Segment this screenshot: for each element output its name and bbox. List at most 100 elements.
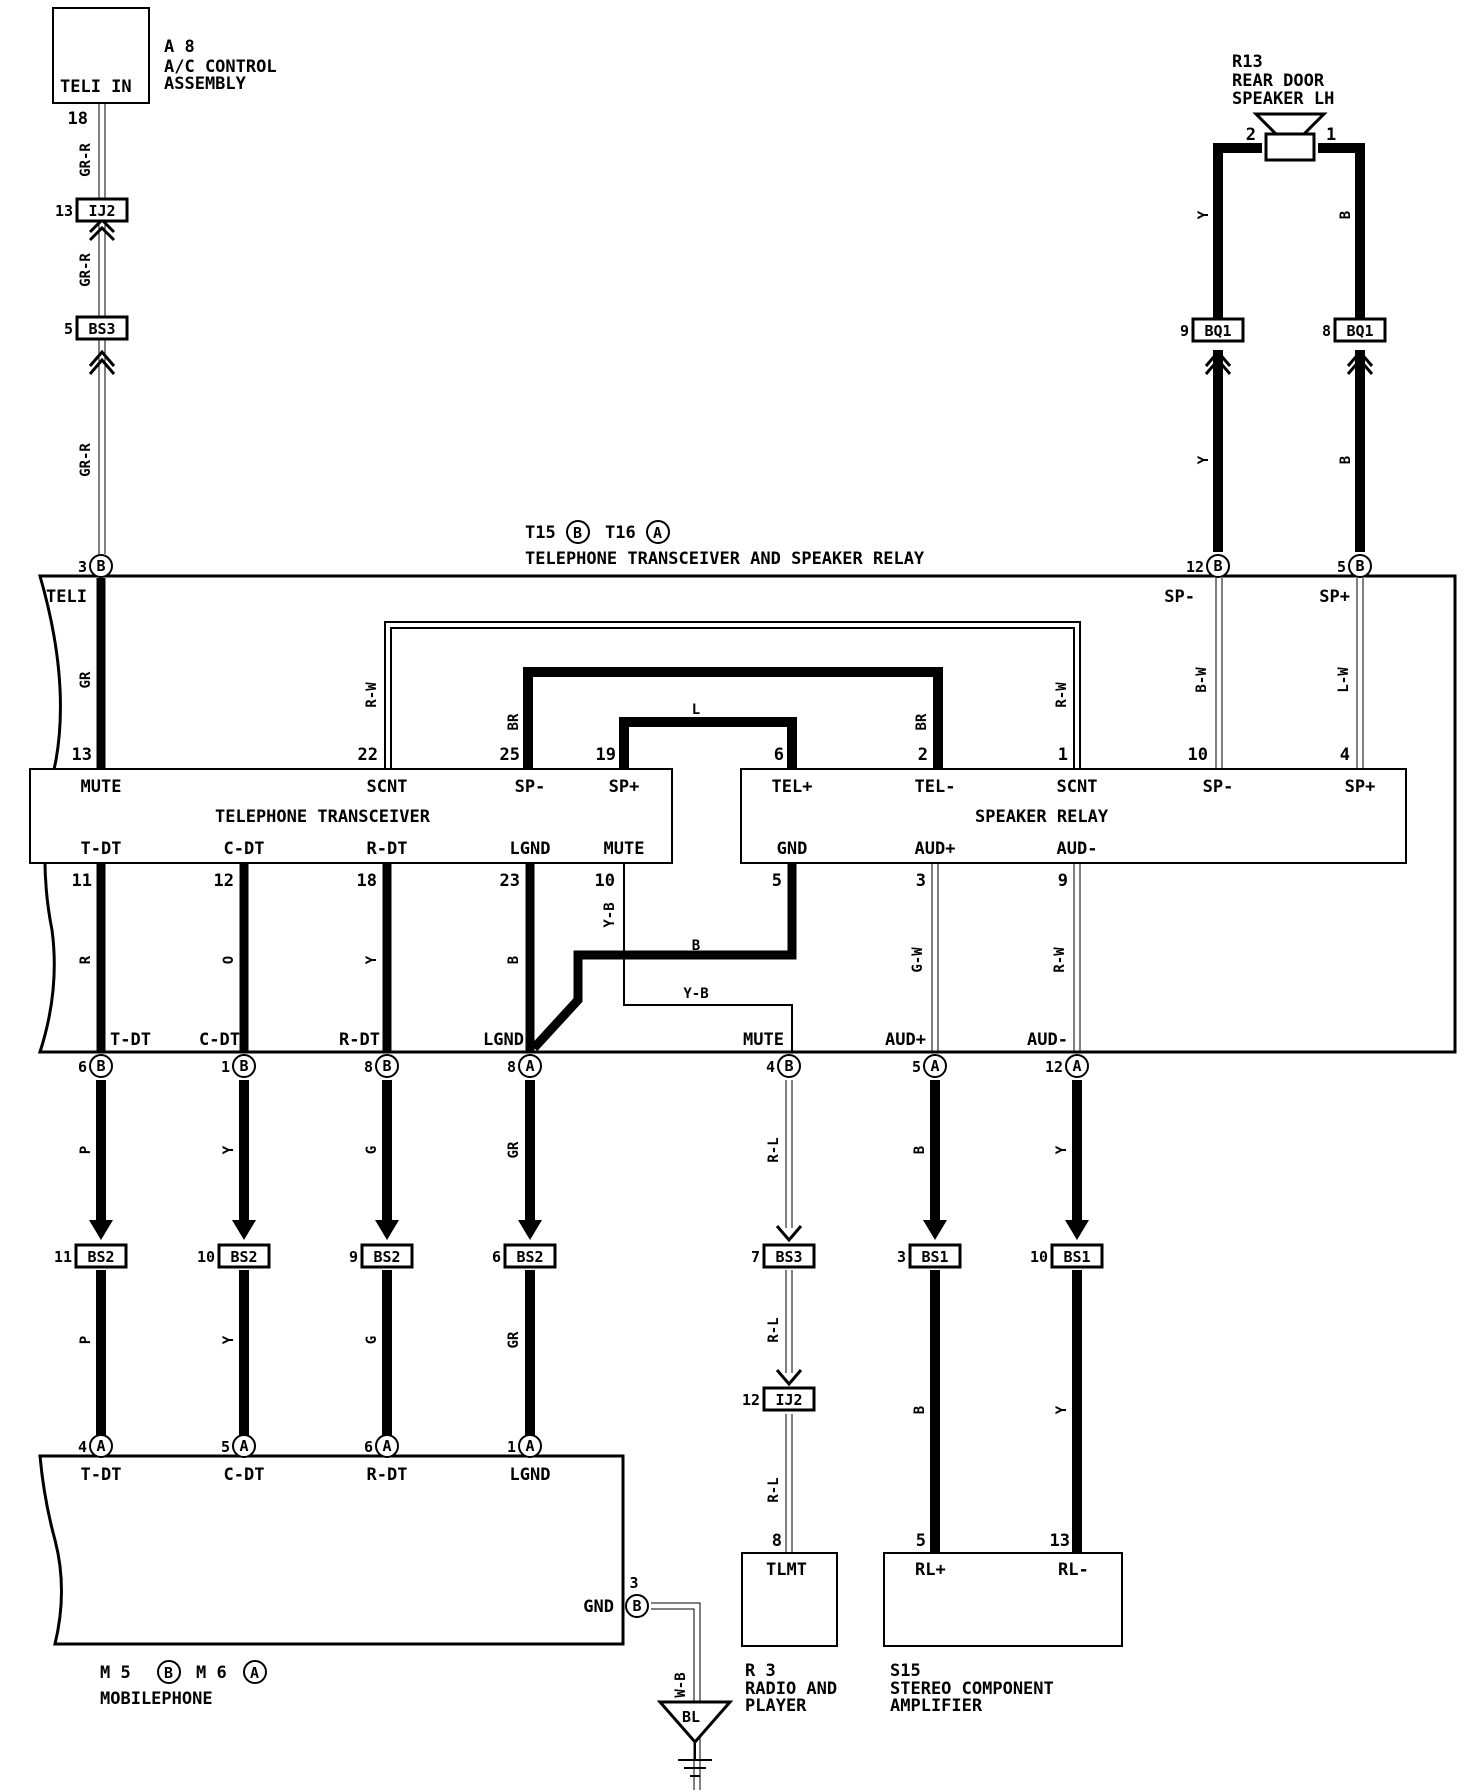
connector-name: BQ1 [1346, 322, 1373, 340]
pin-label-rp_telp_num: 6 [774, 745, 784, 765]
wire-label-w3: GR-R [78, 443, 94, 477]
wire-label-w9: R-W [364, 682, 380, 708]
wire-label-w30: B [912, 1146, 928, 1154]
terminal-t_lgnd: A8 [507, 1054, 542, 1078]
wire-l [619, 717, 797, 769]
pin-label-tp_mute: MUTE [81, 777, 122, 797]
amplifier-box [883, 1552, 1123, 1647]
pin-label-mp_lgnd: LGND [510, 1465, 551, 1485]
radio-pin-label: TLMT [766, 1560, 807, 1580]
terminal-letter: A [96, 1437, 105, 1455]
wire-label-w4: Y [1196, 210, 1212, 219]
wire-label-w7: B [1338, 456, 1354, 464]
pin-label-rp_gnd_num: 5 [772, 871, 782, 891]
pin-label-tp_scnt: SCNT [367, 777, 408, 797]
connector-name: BS3 [88, 320, 115, 338]
pin-label-rp_spm: SP- [1203, 777, 1234, 797]
wire-gr-r-top [98, 104, 106, 208]
terminal-pin: 5 [912, 1058, 921, 1076]
pin-label-mp_cdt: C-DT [224, 1465, 265, 1485]
wire-r-w-aud [1073, 863, 1081, 1052]
terminal-letter: B [1355, 557, 1364, 575]
pin-label-rp_audm_num: 9 [1058, 871, 1068, 891]
terminal-t_rdt: B8 [364, 1054, 399, 1078]
wire-y-b-mute [623, 863, 793, 1052]
radio-name-line2: PLAYER [745, 1696, 807, 1716]
pin-label-tp_tdt_num: 11 [72, 871, 92, 891]
pin-label-ac_pin: 18 [68, 109, 88, 129]
pin-label-bp_mute: MUTE [743, 1030, 784, 1050]
mobile-name: MOBILEPHONE [100, 1689, 213, 1709]
wire-label-w32: P [78, 1336, 94, 1344]
arrow-up-icon [88, 217, 116, 242]
ac-name-line1: A/C CONTROL [164, 57, 277, 77]
amp-name-line2: AMPLIFIER [890, 1696, 983, 1716]
connector-pin: 6 [492, 1248, 501, 1266]
speaker-name-line1: REAR DOOR [1232, 71, 1325, 91]
terminal-pin: 5 [1337, 558, 1346, 576]
connector-pin: 3 [897, 1248, 906, 1266]
connector-pin: 8 [1322, 322, 1331, 340]
radio-id: R 3 [745, 1661, 776, 1681]
wires [96, 104, 1365, 1790]
connector-pin: 7 [751, 1248, 760, 1266]
connector-bq1_r: BQ1 8 [1322, 317, 1387, 343]
wire-label-w25: P [78, 1146, 94, 1154]
connector-pin: 9 [1180, 322, 1189, 340]
connector-name: BS2 [87, 1248, 114, 1266]
pin-label-amp_pin13: 13 [1050, 1531, 1070, 1551]
radio-box [741, 1552, 838, 1647]
ac-name-line2: ASSEMBLY [164, 74, 247, 94]
speaker-name-line2: SPEAKER LH [1232, 89, 1334, 109]
amp-pin-rl-minus: RL- [1058, 1560, 1089, 1580]
pin-label-tp_lgnd: LGND [510, 839, 551, 859]
tr-letter-b: B [573, 524, 582, 542]
wire-label-w34: G [364, 1336, 380, 1344]
connector-name: BS2 [516, 1248, 543, 1266]
amp-pin-rl-plus: RL+ [915, 1560, 946, 1580]
terminal-letter: A [1072, 1057, 1081, 1075]
wire-g-w [931, 863, 939, 1052]
connector-name: IJ2 [88, 202, 115, 220]
pin-label-tp_mute2_num: 10 [595, 871, 615, 891]
wire-label-w21: B [692, 938, 700, 954]
arrow-down-icon [923, 1220, 947, 1240]
pin-label-bp_rdt: R-DT [339, 1030, 380, 1050]
wire-l-w [1356, 578, 1364, 769]
connector-pin: 12 [742, 1391, 760, 1409]
ac-id: A 8 [164, 37, 195, 57]
terminal-t_audp: A5 [912, 1054, 947, 1078]
terminal-pin: 1 [507, 1438, 516, 1456]
mobile-letter-a-badge [243, 1660, 267, 1684]
pin-label-tp_spp: SP+ [609, 777, 640, 797]
wire-label-w27: G [364, 1146, 380, 1154]
connector-bs2_4: BS2 6 [492, 1243, 557, 1269]
connector-pin: 10 [197, 1248, 215, 1266]
wire-label-w8: GR [78, 671, 94, 688]
pin-label-bp_cdt: C-DT [199, 1030, 240, 1050]
amp-name-line1: STEREO COMPONENT [890, 1679, 1054, 1699]
terminal-letter: B [784, 1057, 793, 1075]
ac-control-box [52, 7, 150, 104]
terminal-m_tdt: A4 [78, 1434, 113, 1458]
terminal-t_spp: B5 [1337, 554, 1372, 578]
wire-label-w2: GR-R [78, 253, 94, 287]
terminal-t_audm: A12 [1045, 1054, 1089, 1078]
wire-label-w17: O [221, 956, 237, 964]
connector-pin: 13 [55, 202, 73, 220]
wire-label-w10: BR [506, 713, 522, 730]
mobile-letter-b: B [164, 1664, 173, 1682]
mobile-id-a: M 6 [196, 1663, 227, 1683]
terminal-m_rdt: A6 [364, 1434, 399, 1458]
wire-label-w16: R [78, 955, 94, 964]
ground-icon [656, 1700, 734, 1777]
pin-label-tp_rdt_num: 18 [357, 871, 377, 891]
pin-label-rp_audm: AUD- [1057, 839, 1098, 859]
tr-letter-b-badge [566, 520, 590, 544]
connector-pin: 10 [1030, 1248, 1048, 1266]
